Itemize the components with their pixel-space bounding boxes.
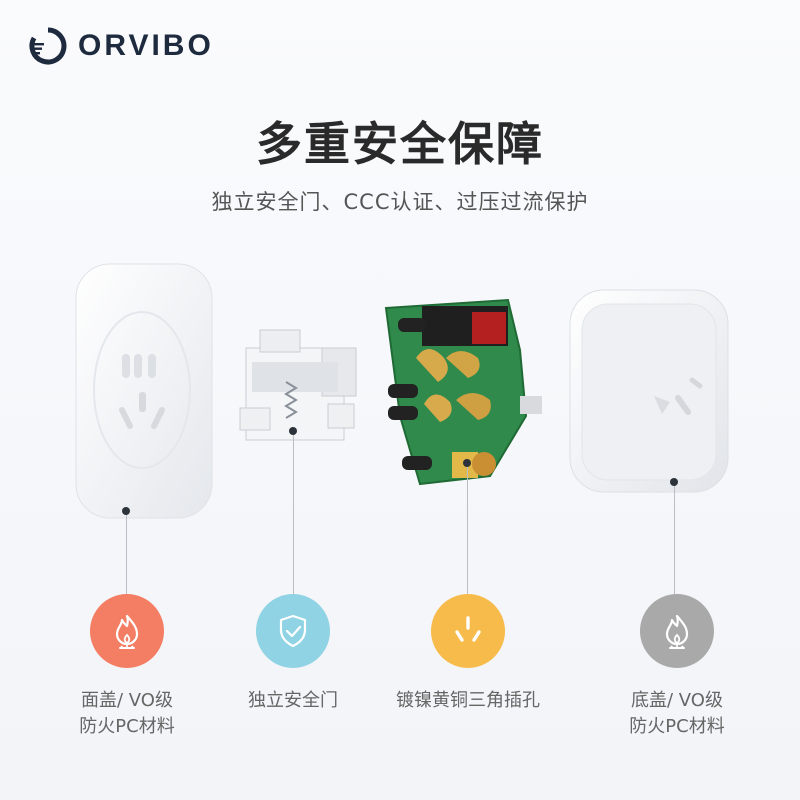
feature-badge-brass-socket: [431, 594, 505, 668]
page-subtitle: 独立安全门、CCC认证、过压过流保护: [211, 190, 589, 214]
feature-caption-bottom-cover: 底盖/ VO级 防火PC材料: [582, 688, 772, 740]
pointer-dot-4: [670, 478, 678, 486]
brand: ORVIBO: [28, 26, 214, 66]
caption-line: 面盖/ VO级: [81, 690, 173, 711]
orvibo-logo-icon: [29, 27, 67, 65]
circuit-board-image: [384, 298, 542, 486]
leader-line-2: [293, 432, 294, 594]
pointer-dot-2: [289, 427, 297, 435]
flame-icon: [115, 614, 139, 649]
caption-line: 防火PC材料: [79, 716, 175, 737]
feature-caption-safety-shutter: 独立安全门: [198, 688, 388, 714]
leader-line-1: [126, 512, 127, 596]
flame-icon: [665, 614, 689, 649]
feature-badge-front-cover: [90, 594, 164, 668]
bottom-cover-image: [569, 289, 729, 493]
pointer-dot-1: [122, 507, 130, 515]
caption-line: 防火PC材料: [629, 716, 725, 737]
front-cover-image: [75, 263, 213, 519]
pointer-dot-3: [463, 459, 471, 467]
three-pin-socket-icon: [455, 616, 481, 642]
feature-caption-brass-socket: 镀镍黄铜三角插孔: [373, 688, 563, 714]
brand-name: ORVIBO: [78, 29, 214, 62]
feature-caption-front-cover: 面盖/ VO级 防火PC材料: [32, 688, 222, 740]
leader-line-3: [467, 464, 468, 594]
shield-check-icon: [279, 614, 307, 648]
feature-badge-bottom-cover: [640, 594, 714, 668]
caption-line: 底盖/ VO级: [631, 690, 723, 711]
safety-shutter-image: [239, 329, 357, 441]
page-title: 多重安全保障: [256, 117, 544, 171]
caption-line: 独立安全门: [248, 690, 338, 711]
leader-line-4: [674, 483, 675, 594]
feature-badge-safety-shutter: [256, 594, 330, 668]
caption-line: 镀镍黄铜三角插孔: [396, 690, 540, 711]
